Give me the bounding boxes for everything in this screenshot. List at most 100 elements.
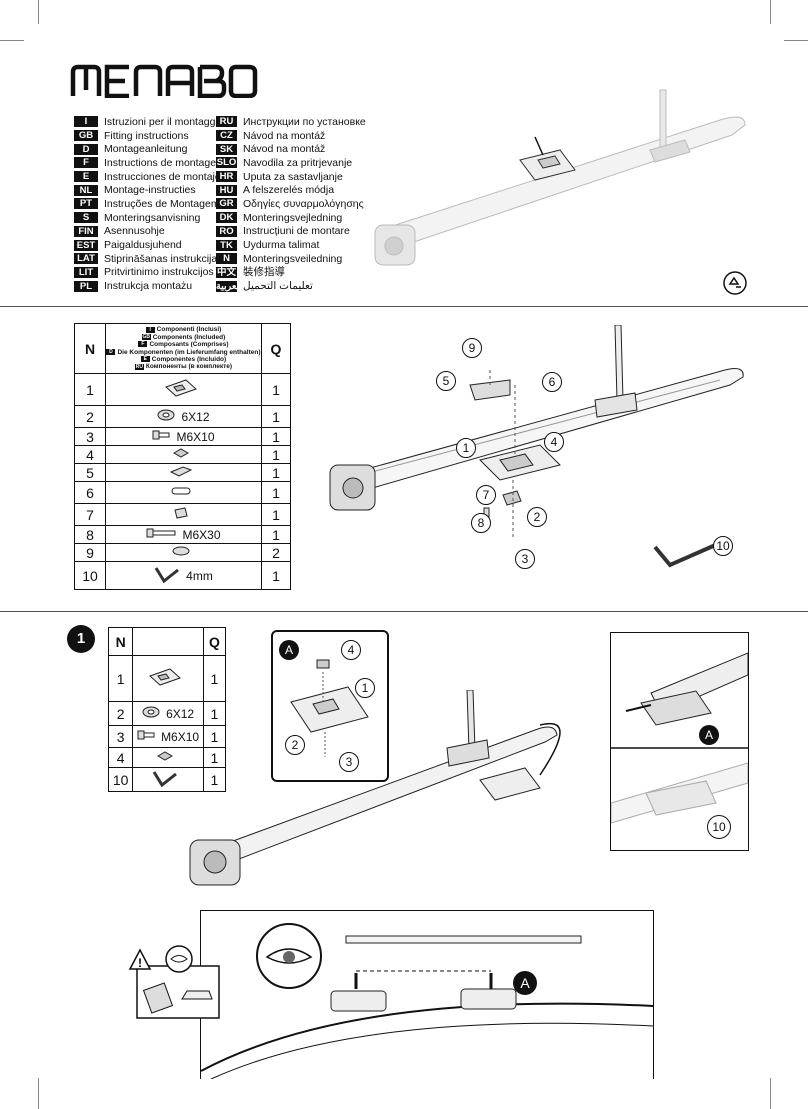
header-list-text: Die Komponenten (im Lieferumfang enthalt… (117, 348, 261, 356)
language-code: TK (216, 239, 237, 251)
language-label: Uydurma talimat (243, 239, 320, 252)
hex-key-icon (154, 564, 180, 587)
mounting-detail-panel: A 10 (610, 632, 749, 851)
nut-icon (172, 447, 190, 462)
detail-callout-1: 1 (355, 678, 375, 698)
row-number: 4 (74, 445, 106, 464)
callout-10: 10 (707, 815, 731, 839)
mounting-detail-drawing (611, 652, 748, 824)
crop-mark (0, 40, 24, 41)
crop-mark (38, 0, 39, 24)
row-number: 3 (74, 427, 106, 446)
language-code: PL (74, 280, 98, 292)
row-number: 2 (107, 701, 134, 726)
detail-a-badge: A (279, 640, 299, 660)
spring-icon (171, 545, 191, 560)
language-label: تعليمات التحميل (243, 280, 313, 293)
language-label: Instructions de montage (104, 156, 217, 169)
row-number: 1 (74, 373, 106, 406)
part-label: 4mm (186, 568, 213, 583)
row-quantity: 1 (261, 445, 291, 464)
language-label: Fitting instructions (104, 129, 189, 142)
language-label: Инструкции по установке (243, 115, 366, 128)
row-number: 10 (74, 561, 106, 590)
bolt-icon (146, 527, 176, 542)
detail-a-marker: A (699, 725, 719, 745)
row-part (105, 503, 262, 526)
row-quantity: 1 (261, 481, 291, 504)
clamp-icon (169, 464, 193, 481)
language-label: Návod na montáž (243, 129, 326, 142)
crop-mark (770, 0, 771, 24)
row-quantity: 1 (261, 525, 291, 544)
row-part: M6X10 (132, 725, 204, 748)
column-item-header (132, 627, 204, 656)
language-label: Montageanleitung (104, 143, 188, 156)
header-list-code: RU (134, 363, 144, 370)
column-q-header: Q (261, 323, 291, 374)
language-label: Istruzioni per il montaggio (104, 115, 224, 128)
callout-7: 7 (476, 485, 496, 505)
language-code: FIN (74, 225, 98, 237)
row-quantity: 2 (261, 543, 291, 562)
screw-icon (137, 729, 155, 744)
language-label: A felszerelés módja (243, 184, 335, 197)
callout-6: 6 (542, 372, 562, 392)
detail-a-panel: A 4 1 2 3 (271, 630, 389, 782)
step1-rack-illustration (189, 690, 561, 886)
language-code: PT (74, 198, 98, 210)
callout-9: 9 (462, 338, 482, 358)
callout-1: 1 (456, 438, 476, 458)
column-n-header: N (74, 323, 106, 374)
row-quantity: 1 (261, 561, 291, 590)
column-q-header: Q (202, 627, 227, 656)
language-label: 裝修指導 (243, 266, 285, 279)
callout-8: 8 (471, 513, 491, 533)
washer-icon (157, 409, 175, 424)
language-label: Instrucțiuni de montare (243, 225, 350, 238)
language-code: CZ (216, 130, 237, 142)
language-code: DK (216, 212, 237, 224)
part-label: 6X12 (181, 409, 210, 424)
language-code: NL (74, 184, 98, 196)
callout-10: 10 (713, 536, 733, 556)
table-row: 10 4mm 1 (74, 561, 291, 590)
language-label: Asennusohje (104, 225, 165, 238)
language-code: LIT (74, 266, 98, 278)
header-list-code: D (106, 348, 116, 355)
crop-mark (770, 1078, 771, 1109)
part-label: M6X10 (176, 429, 215, 444)
row-number: 6 (74, 481, 106, 504)
warning-check-icon: ! (128, 945, 220, 1019)
row-part (105, 463, 262, 482)
header-list-code: F (138, 341, 148, 348)
recycle-icon (723, 271, 747, 295)
brand-logo (70, 64, 258, 98)
header-list-code: GB (141, 333, 151, 340)
language-code: EST (74, 239, 98, 251)
language-label: Stiprināšanas instrukcija (104, 252, 218, 265)
language-code: SLO (216, 157, 237, 169)
step-number: 1 (67, 625, 95, 653)
